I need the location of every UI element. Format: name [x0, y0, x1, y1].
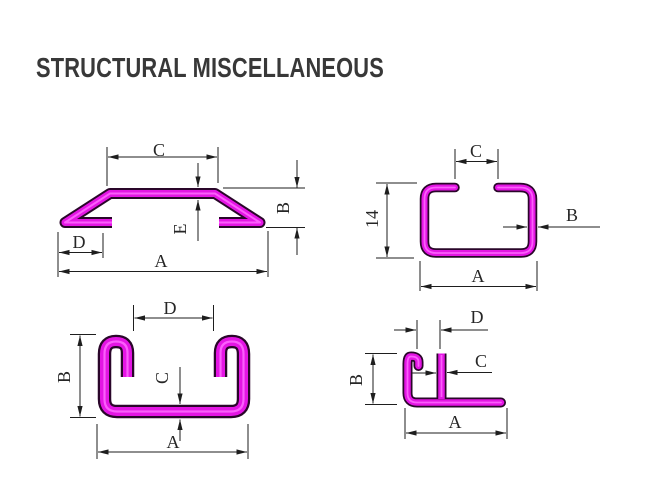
dim-height: 14: [362, 182, 417, 259]
drawing-lipped-box-channel: C 14 B A: [362, 141, 600, 291]
extension-lines: [454, 149, 499, 179]
extension-lines: [365, 353, 397, 405]
extension-lines: [404, 408, 508, 439]
dim-label: C: [475, 351, 487, 371]
extension-lines: [376, 182, 417, 259]
hat-channel-profile: [59, 188, 266, 228]
dim-label: D: [73, 232, 86, 252]
dim-label: A: [472, 266, 485, 286]
dim-stem-thickness: C: [412, 351, 492, 376]
dim-opening-width: D: [394, 307, 488, 349]
dim-label: B: [273, 202, 293, 214]
dim-label: C: [153, 140, 165, 160]
dim-height: B: [54, 334, 96, 418]
dim-height: B: [346, 353, 397, 405]
dim-label: 14: [362, 210, 382, 228]
extension-lines: [70, 334, 96, 418]
dim-label: C: [470, 141, 482, 161]
dim-opening-width: C: [454, 141, 499, 179]
dim-material-thickness: E: [170, 163, 201, 241]
dim-wall-thickness: B: [503, 205, 600, 230]
dim-overall-width: A: [96, 424, 249, 459]
dim-label: A: [449, 412, 462, 432]
profile-highlight: [64, 192, 261, 224]
extension-lines: [223, 187, 305, 228]
dim-overall-width: A: [57, 231, 269, 277]
dim-base-thickness: C: [152, 367, 183, 441]
profile-body: [100, 337, 248, 416]
dim-label: B: [566, 205, 578, 225]
extension-lines: [96, 424, 249, 459]
profile-highlight: [406, 355, 502, 404]
dim-label: D: [471, 307, 484, 327]
lipped-box-profile: [419, 182, 538, 258]
dim-overall-width: A: [419, 261, 538, 291]
extension-lines: [57, 231, 269, 277]
dim-top-width: C: [106, 140, 219, 186]
drawing-strut-channel: D B C A: [54, 298, 251, 459]
page-title: STRUCTURAL MISCELLANEOUS: [36, 52, 384, 83]
j-trim-profile-shape: [402, 351, 506, 408]
profile-highlight: [103, 340, 245, 413]
profile-outline: [419, 182, 538, 258]
profile-body: [421, 184, 536, 256]
extension-lines: [133, 305, 214, 331]
profile-highlight: [423, 186, 534, 254]
dim-height: B: [223, 160, 305, 255]
dim-label: A: [167, 432, 180, 452]
dim-label: D: [164, 298, 177, 318]
drawing-hat-channel: C E B D A: [57, 140, 305, 277]
strut-channel-profile: [97, 334, 251, 419]
dim-flange-width: D: [59, 232, 104, 258]
dim-opening-width: D: [133, 298, 214, 331]
drawing-j-trim-profile: D B C A: [346, 307, 508, 439]
extension-lines: [416, 320, 441, 349]
dim-label: B: [54, 371, 74, 383]
dim-label: C: [152, 372, 172, 384]
profile-outline: [59, 188, 266, 228]
extension-lines: [106, 147, 219, 186]
dim-label: A: [155, 251, 168, 271]
dim-label: E: [170, 224, 190, 235]
extension-lines: [419, 261, 538, 291]
dim-label: B: [346, 374, 366, 386]
dim-overall-width: A: [404, 408, 508, 439]
